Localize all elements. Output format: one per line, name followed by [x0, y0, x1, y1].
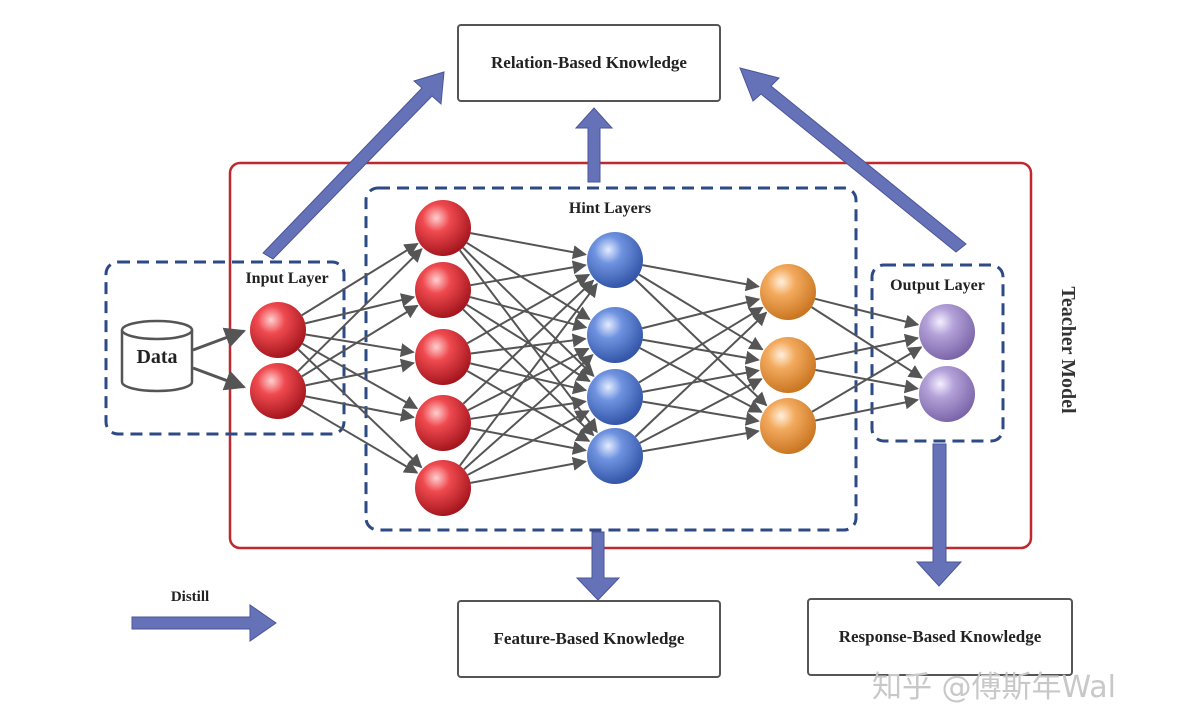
connection-input-1-to-hint-1-1 — [301, 304, 419, 378]
connection-hint-1-4-to-hint-2-1 — [463, 354, 594, 471]
connection-hint-2-1-to-hint-3-0 — [641, 295, 761, 330]
connection-input-1-to-hint-1-3 — [305, 395, 415, 422]
arrow-output-to-relation — [739, 67, 967, 253]
hint-1-node-2 — [415, 262, 471, 318]
hint-3-node-2 — [760, 337, 816, 393]
connection-hint-1-4-to-hint-2-2 — [467, 410, 590, 476]
hint-2-node-3 — [587, 369, 643, 425]
feature-based-knowledge-label: Feature-Based Knowledge — [493, 629, 685, 648]
input-layer-label: Input Layer — [245, 270, 329, 287]
data-label: Data — [136, 345, 178, 368]
connection-hint-1-0-to-hint-2-1 — [466, 241, 591, 321]
teacher-model-label: Teacher Model — [1057, 286, 1079, 414]
connection-hint-1-4-to-hint-2-0 — [459, 282, 598, 467]
data-to-input-arrow-2 — [192, 366, 246, 391]
data-to-input-arrow-1 — [192, 327, 246, 352]
connection-hint-1-3-to-hint-2-2 — [470, 396, 587, 420]
connection-input-1-to-hint-1-4 — [301, 404, 419, 474]
connection-hint-1-4-to-hint-2-3 — [470, 456, 587, 484]
connection-hint-1-3-to-hint-2-3 — [470, 427, 587, 455]
connection-hint-2-2-to-hint-3-0 — [638, 306, 764, 384]
connection-hint-1-0-to-hint-2-0 — [470, 232, 587, 260]
connection-hint-1-2-to-hint-2-1 — [470, 333, 587, 355]
connection-input-0-to-hint-1-2 — [305, 333, 415, 358]
connection-hint-1-1-to-hint-2-0 — [470, 260, 587, 287]
hint-layers-label: Hint Layers — [568, 200, 652, 217]
hint-1-node-3 — [415, 329, 471, 385]
arrow-hint-to-feature — [575, 531, 621, 601]
response-based-knowledge-label: Response-Based Knowledge — [838, 627, 1042, 646]
watermark: 知乎 @傅斯年Wal — [872, 670, 1116, 705]
hint-1-node-1 — [415, 200, 471, 256]
connection-hint-2-2-to-hint-3-1 — [642, 365, 760, 393]
arrow-input-to-relation — [262, 71, 445, 260]
output-region — [870, 263, 1005, 443]
connection-hint-3-1-to-output-0 — [815, 333, 919, 361]
connection-hint-3-0-to-output-0 — [814, 297, 920, 329]
hint-layers-region — [364, 186, 858, 532]
connection-hint-3-2-to-output-0 — [811, 346, 923, 413]
output-layer-label: Output Layer — [890, 277, 985, 294]
connection-hint-2-0-to-hint-3-2 — [634, 278, 768, 407]
relation-based-knowledge-box: Relation-Based Knowledge — [457, 24, 721, 102]
teacher-model-frame — [228, 161, 1033, 550]
feature-based-knowledge-box: Feature-Based Knowledge — [457, 600, 721, 678]
hint-3-node-1 — [760, 264, 816, 320]
connection-hint-2-0-to-hint-3-0 — [642, 264, 760, 292]
connection-input-1-to-hint-1-2 — [305, 358, 415, 387]
input-node-2 — [250, 363, 306, 419]
network-nodes — [250, 200, 975, 516]
hint-1-node-4 — [415, 395, 471, 451]
connection-hint-1-3-to-hint-2-0 — [462, 279, 595, 405]
connection-hint-2-3-to-hint-3-1 — [639, 378, 763, 444]
connection-hint-3-2-to-output-1 — [815, 395, 919, 422]
connection-hint-2-1-to-hint-3-1 — [642, 338, 760, 365]
connection-hint-1-2-to-hint-2-3 — [466, 370, 591, 442]
connection-input-1-to-hint-1-0 — [297, 248, 423, 373]
relation-based-knowledge-label: Relation-Based Knowledge — [491, 53, 687, 72]
connection-input-0-to-hint-1-0 — [301, 242, 419, 317]
response-based-knowledge-box: Response-Based Knowledge — [807, 598, 1073, 676]
connection-hint-2-3-to-hint-3-2 — [642, 426, 760, 453]
hint-1-node-5 — [415, 460, 471, 516]
data-cylinder-icon — [120, 319, 194, 393]
arrow-output-to-response — [915, 443, 963, 587]
network-connections — [297, 232, 923, 484]
connection-input-0-to-hint-1-4 — [297, 348, 423, 469]
distill-label: Distill — [170, 588, 210, 605]
hint-3-node-3 — [760, 398, 816, 454]
connection-hint-3-0-to-output-1 — [811, 306, 923, 379]
connection-hint-1-1-to-hint-2-1 — [469, 296, 588, 331]
output-node-2 — [919, 366, 975, 422]
connection-hint-1-2-to-hint-2-0 — [466, 273, 591, 345]
arrow-hint-to-relation — [574, 107, 614, 183]
connection-hint-2-3-to-hint-3-0 — [634, 311, 768, 438]
connection-hint-2-1-to-hint-3-2 — [639, 347, 763, 413]
connection-hint-2-0-to-hint-3-1 — [638, 273, 764, 351]
input-node-1 — [250, 302, 306, 358]
hint-2-node-2 — [587, 307, 643, 363]
distill-legend-arrow — [131, 604, 277, 642]
hint-2-node-1 — [587, 232, 643, 288]
distill-arrows — [131, 67, 967, 642]
input-region — [104, 260, 346, 436]
connection-input-0-to-hint-1-3 — [301, 342, 419, 410]
output-node-1 — [919, 304, 975, 360]
connection-hint-1-1-to-hint-2-3 — [462, 308, 595, 437]
hint-2-node-4 — [587, 428, 643, 484]
connection-hint-1-3-to-hint-2-1 — [467, 347, 590, 412]
